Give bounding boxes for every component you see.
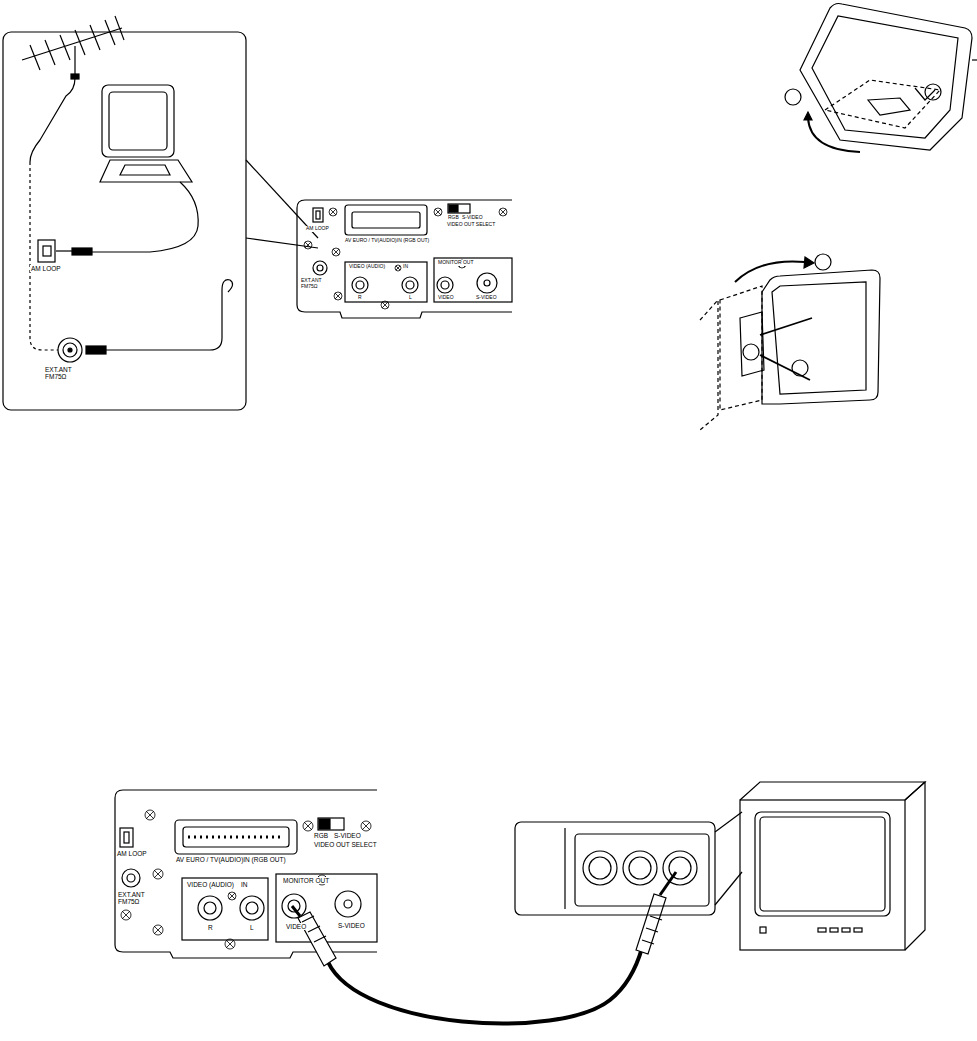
panel-label: EXT.ANT FM75Ω xyxy=(44,366,86,380)
panel-label: R xyxy=(357,295,363,301)
monitor xyxy=(740,782,925,950)
fm-wire xyxy=(86,280,233,354)
panel-label: VIDEO OUT SELECT xyxy=(446,222,496,228)
callout-circle xyxy=(743,84,941,376)
panel-label: VIDEO xyxy=(437,295,455,301)
panel-label: S-VIDEO xyxy=(475,295,498,301)
panel-label: VIDEO OUT SELECT xyxy=(313,841,378,848)
screw xyxy=(304,208,507,309)
rear-panel xyxy=(115,790,377,958)
tv-input-panel xyxy=(515,812,742,915)
panel-label: VIDEO (AUDIO) xyxy=(186,881,235,888)
panel-label: EXT.ANT FM75Ω xyxy=(300,278,332,289)
panel-label: AM LOOP xyxy=(305,226,337,232)
panel-label: L xyxy=(408,295,413,301)
panel-label: S-VIDEO xyxy=(461,215,484,221)
am-loop-terminal xyxy=(38,240,55,262)
video-cable xyxy=(292,872,676,1024)
panel-label: AM LOOP xyxy=(30,265,62,272)
panel-label: AV EURO / TV(AUDIO)IN (RGB OUT) xyxy=(175,856,302,863)
loop-assembly-wall xyxy=(700,257,880,430)
panel-label: S-VIDEO xyxy=(333,832,362,839)
rear-panel xyxy=(297,200,512,318)
inset-frame xyxy=(3,32,246,410)
am-loop-antenna xyxy=(56,85,198,255)
dotted-lead xyxy=(30,162,58,350)
panel-label: VIDEO (AUDIO) xyxy=(348,264,386,270)
panel-label: AM LOOP xyxy=(116,850,148,857)
panel-label: VIDEO xyxy=(285,923,307,930)
panel-label: R xyxy=(207,924,214,931)
panel-label: L xyxy=(249,924,255,931)
panel-label: AV EURO / TV(AUDIO)IN (RGB OUT) xyxy=(344,238,438,244)
panel-label: RGB xyxy=(447,215,460,221)
panel-label: MONITOR OUT xyxy=(437,260,474,266)
panel-label: MONITOR OUT xyxy=(282,877,330,884)
panel-label: EXT.ANT FM75Ω xyxy=(117,891,157,905)
screw xyxy=(121,810,371,949)
leader-line xyxy=(246,238,318,248)
panel-label: IN xyxy=(240,881,249,888)
coax-socket xyxy=(58,338,82,362)
panel-label: RGB xyxy=(313,832,329,839)
loop-assembly-stand xyxy=(800,4,977,153)
panel-label: IN xyxy=(402,264,409,270)
panel-label: S-VIDEO xyxy=(337,922,366,929)
